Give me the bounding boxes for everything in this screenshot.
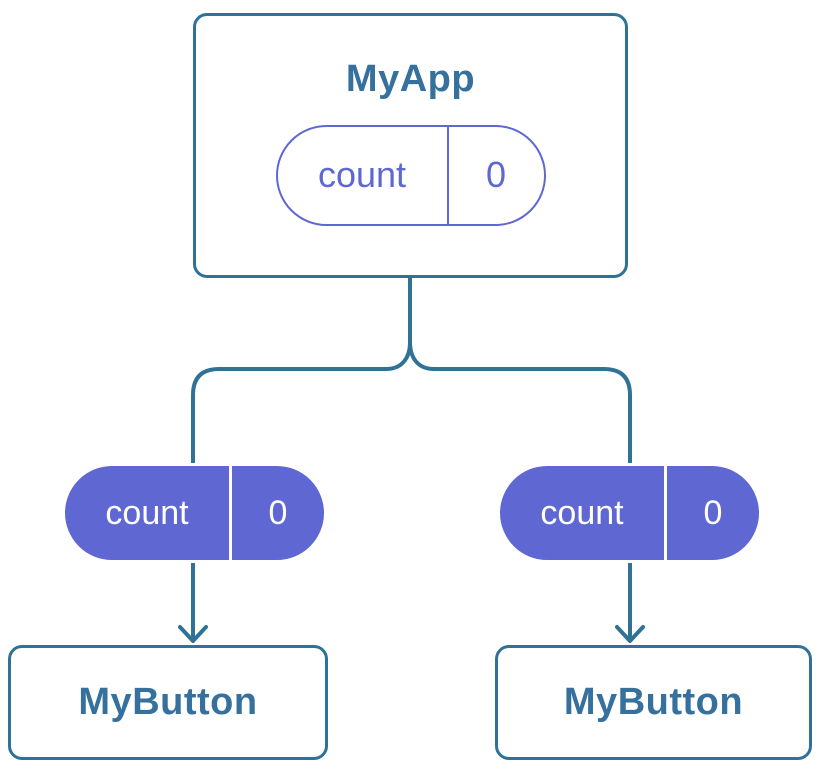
arrowhead-right-icon: [615, 625, 645, 643]
prop-pill-value: 0: [664, 466, 759, 560]
component-node-mybutton-right: MyButton: [495, 645, 812, 760]
prop-pill-key: count: [540, 493, 624, 532]
state-pill-myapp: count 0: [275, 124, 546, 226]
state-pill-value: 0: [446, 126, 544, 224]
component-title-mybutton: MyButton: [563, 680, 744, 723]
prop-pill-value: 0: [229, 466, 324, 560]
state-pill-key: count: [317, 154, 407, 196]
arrowhead-left-icon: [178, 625, 208, 643]
component-title-myapp: MyApp: [345, 58, 476, 100]
prop-pill-key: count: [105, 493, 189, 532]
prop-pill-right: count 0: [497, 463, 762, 563]
component-title-mybutton: MyButton: [78, 680, 258, 723]
prop-pill-left: count 0: [62, 463, 327, 563]
component-node-mybutton-left: MyButton: [8, 645, 328, 760]
component-node-myapp: MyApp count 0: [193, 13, 628, 278]
connector-branch-right: [408, 341, 632, 639]
connector-branch-left: [191, 341, 412, 639]
